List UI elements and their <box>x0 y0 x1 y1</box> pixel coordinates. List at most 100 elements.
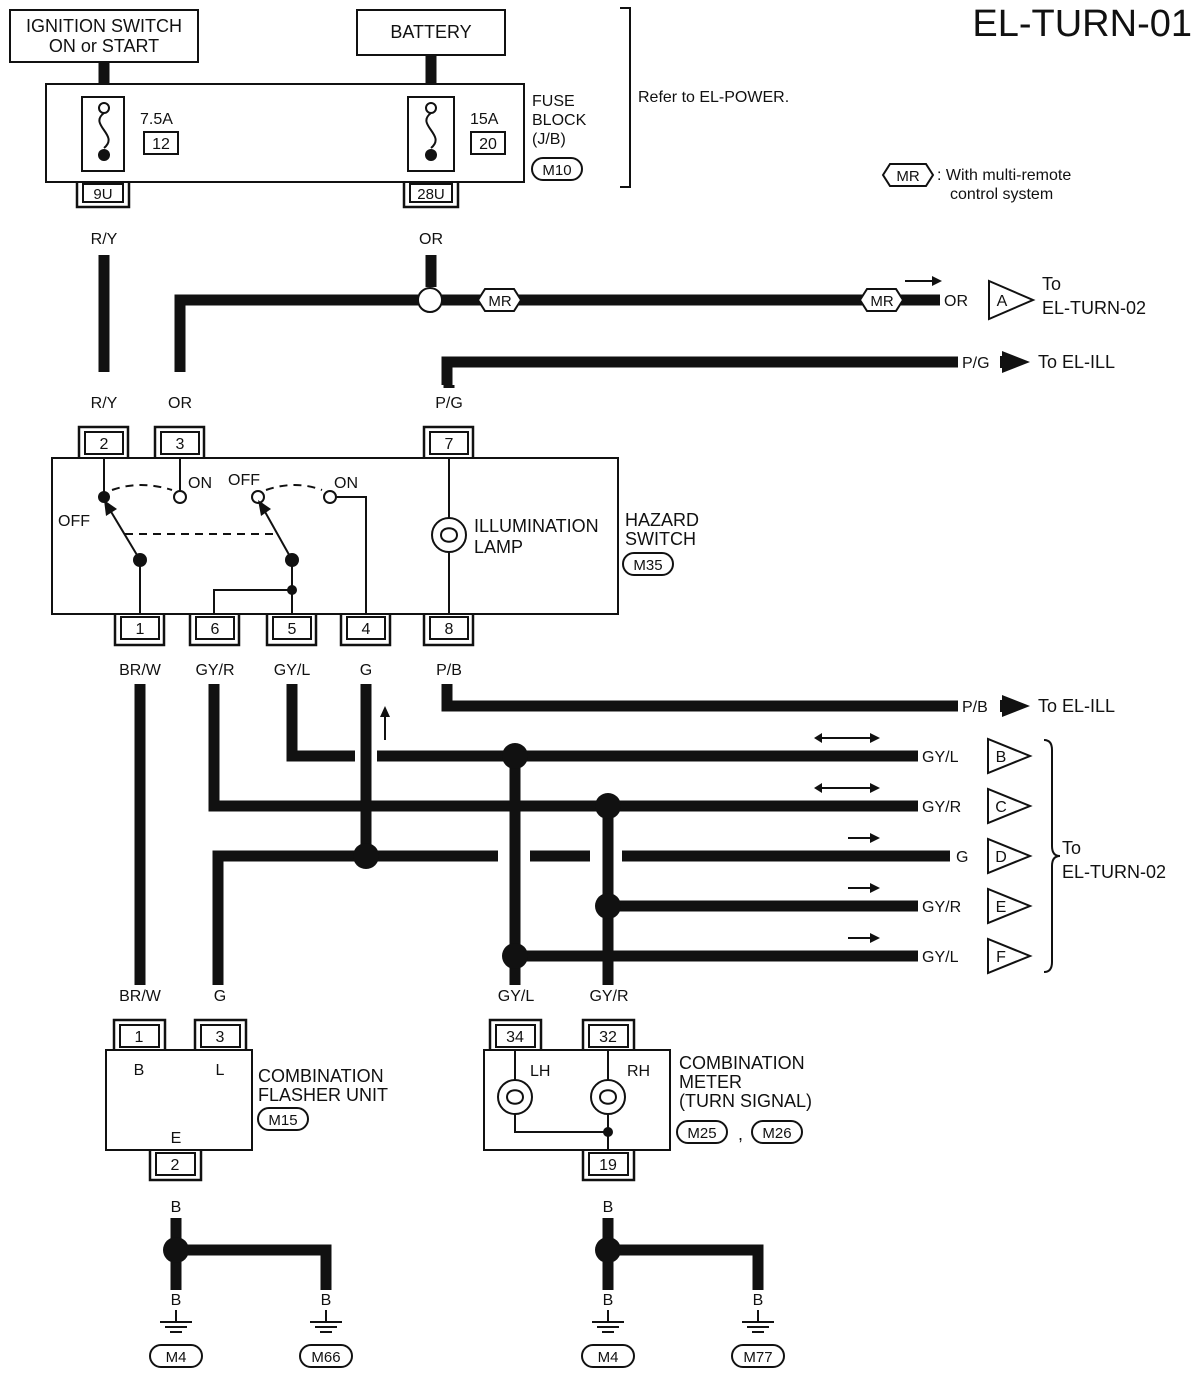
hazard-pin-3: 3 <box>176 436 185 453</box>
output-b: B <box>996 749 1007 766</box>
fuse-12-amp: 7.5A <box>140 111 173 128</box>
fuse-12-number: 12 <box>152 136 170 153</box>
meter-name-3: (TURN SIGNAL) <box>679 1091 812 1111</box>
hazard-pin-7: 7 <box>445 436 454 453</box>
wire-label-b-flasher: B <box>171 1199 182 1216</box>
wire-label-b-gnd4: B <box>753 1292 764 1309</box>
fuse-block-connector: M10 <box>542 162 571 179</box>
wire-label-brw-1: BR/W <box>119 662 162 679</box>
hazard-pin-5: 5 <box>288 621 297 638</box>
mr-tag-1: MR <box>488 293 511 310</box>
meter-pin-19: 19 <box>599 1157 617 1174</box>
meter-connector-1: M25 <box>687 1125 716 1142</box>
legend-mr-line2: control system <box>950 186 1053 203</box>
wire-label-g-4: G <box>360 662 372 679</box>
flasher-name-2: FLASHER UNIT <box>258 1085 388 1105</box>
flasher-label-b: B <box>134 1062 145 1079</box>
wire-label-gyr-6: GY/R <box>195 662 234 679</box>
refer-note: Refer to EL-POWER. <box>638 89 789 106</box>
hazard-off-left: OFF <box>58 513 90 530</box>
fuse-block-label-1: FUSE <box>532 93 575 110</box>
wire-label-gyr-e: GY/R <box>922 899 961 916</box>
meter-pin-34: 34 <box>506 1029 524 1046</box>
output-f: F <box>996 949 1006 966</box>
output-group-to: To <box>1062 838 1081 858</box>
fuse-20-amp: 15A <box>470 111 499 128</box>
combination-meter-body <box>483 1049 671 1151</box>
fuse-block: 7.5A 12 15A 20 <box>45 83 525 183</box>
meter-rh: RH <box>627 1063 650 1080</box>
flasher-connector: M15 <box>268 1112 297 1129</box>
wire-label-g-flasher: G <box>214 988 226 1005</box>
meter-name-2: METER <box>679 1072 742 1092</box>
ground-m4-1: M4 <box>166 1349 187 1366</box>
lamp-label-1: ILLUMINATION <box>474 516 599 536</box>
wire-label-gyl-meter: GY/L <box>498 988 535 1005</box>
meter-lh: LH <box>530 1063 550 1080</box>
hazard-name-1: HAZARD <box>625 510 699 530</box>
output-a: A <box>997 293 1008 310</box>
wire-label-gyr-c: GY/R <box>922 799 961 816</box>
output-e: E <box>996 899 1007 916</box>
output-group-turn02: EL-TURN-02 <box>1062 862 1166 882</box>
hazard-pin-2: 2 <box>100 436 109 453</box>
wire-label-or-3: OR <box>168 395 192 412</box>
flasher-unit-body <box>105 1049 253 1151</box>
output-a-turn02: EL-TURN-02 <box>1042 298 1146 318</box>
flasher-pin-2: 2 <box>171 1157 180 1174</box>
battery-label: BATTERY <box>390 22 471 42</box>
wire-label-or-a: OR <box>944 293 968 310</box>
page-title: EL-TURN-01 <box>972 3 1192 45</box>
ground-m66: M66 <box>311 1349 340 1366</box>
battery-box: BATTERY <box>356 9 506 56</box>
hazard-off-right: OFF <box>228 472 260 489</box>
wire-label-or-top: OR <box>419 231 443 248</box>
output-c: C <box>995 799 1007 816</box>
ground-m77: M77 <box>743 1349 772 1366</box>
output-ill-2: To EL-ILL <box>1038 696 1115 716</box>
hazard-pin-6: 6 <box>211 621 220 638</box>
wire-label-gyl-f: GY/L <box>922 949 959 966</box>
hazard-pin-1: 1 <box>136 621 145 638</box>
flasher-pin-1: 1 <box>135 1029 144 1046</box>
fuse-20-number: 20 <box>479 136 497 153</box>
wire-label-brw-flasher: BR/W <box>119 988 162 1005</box>
output-ill-1: To EL-ILL <box>1038 352 1115 372</box>
lamp-label-2: LAMP <box>474 537 523 557</box>
output-d: D <box>995 849 1007 866</box>
hazard-pin-4: 4 <box>362 621 371 638</box>
flasher-label-e: E <box>171 1130 182 1147</box>
wire-label-g-d: G <box>956 849 968 866</box>
fuse-block-label-3: (J/B) <box>532 131 566 148</box>
hazard-switch-body <box>51 457 619 615</box>
wire-label-b-gnd1: B <box>171 1292 182 1309</box>
ground-symbol-3 <box>592 1310 624 1333</box>
ground-symbol-2 <box>310 1310 342 1333</box>
meter-pin-32: 32 <box>599 1029 617 1046</box>
wire-label-pb-right: P/B <box>962 699 988 716</box>
wire-label-pg-7: P/G <box>435 395 463 412</box>
wire-label-b-gnd3: B <box>603 1292 614 1309</box>
flasher-label-l: L <box>216 1062 225 1079</box>
meter-connector-2: M26 <box>762 1125 791 1142</box>
wire-label-gyl-5: GY/L <box>274 662 311 679</box>
meter-name-1: COMBINATION <box>679 1053 805 1073</box>
ignition-switch-box: IGNITION SWITCH ON or START <box>9 9 199 63</box>
meter-connector-sep: , <box>738 1124 743 1144</box>
mr-tag-2: MR <box>870 293 893 310</box>
legend-mr-tag: MR <box>896 168 919 185</box>
wire-label-pb-8: P/B <box>436 662 462 679</box>
terminal-28u: 28U <box>417 186 445 203</box>
hazard-name-2: SWITCH <box>625 529 696 549</box>
legend-mr-line1: : With multi-remote <box>937 167 1071 184</box>
hazard-on-right: ON <box>334 475 358 492</box>
terminal-9u: 9U <box>93 186 112 203</box>
ignition-label-1: IGNITION SWITCH <box>26 16 182 36</box>
flasher-name-1: COMBINATION <box>258 1066 384 1086</box>
wire-label-pg-right: P/G <box>962 355 990 372</box>
flasher-pin-3: 3 <box>216 1029 225 1046</box>
wire-label-ry-2: R/Y <box>91 395 118 412</box>
ground-symbol-4 <box>742 1310 774 1333</box>
wire-label-ry-top: R/Y <box>91 231 118 248</box>
ground-m4-2: M4 <box>598 1349 619 1366</box>
